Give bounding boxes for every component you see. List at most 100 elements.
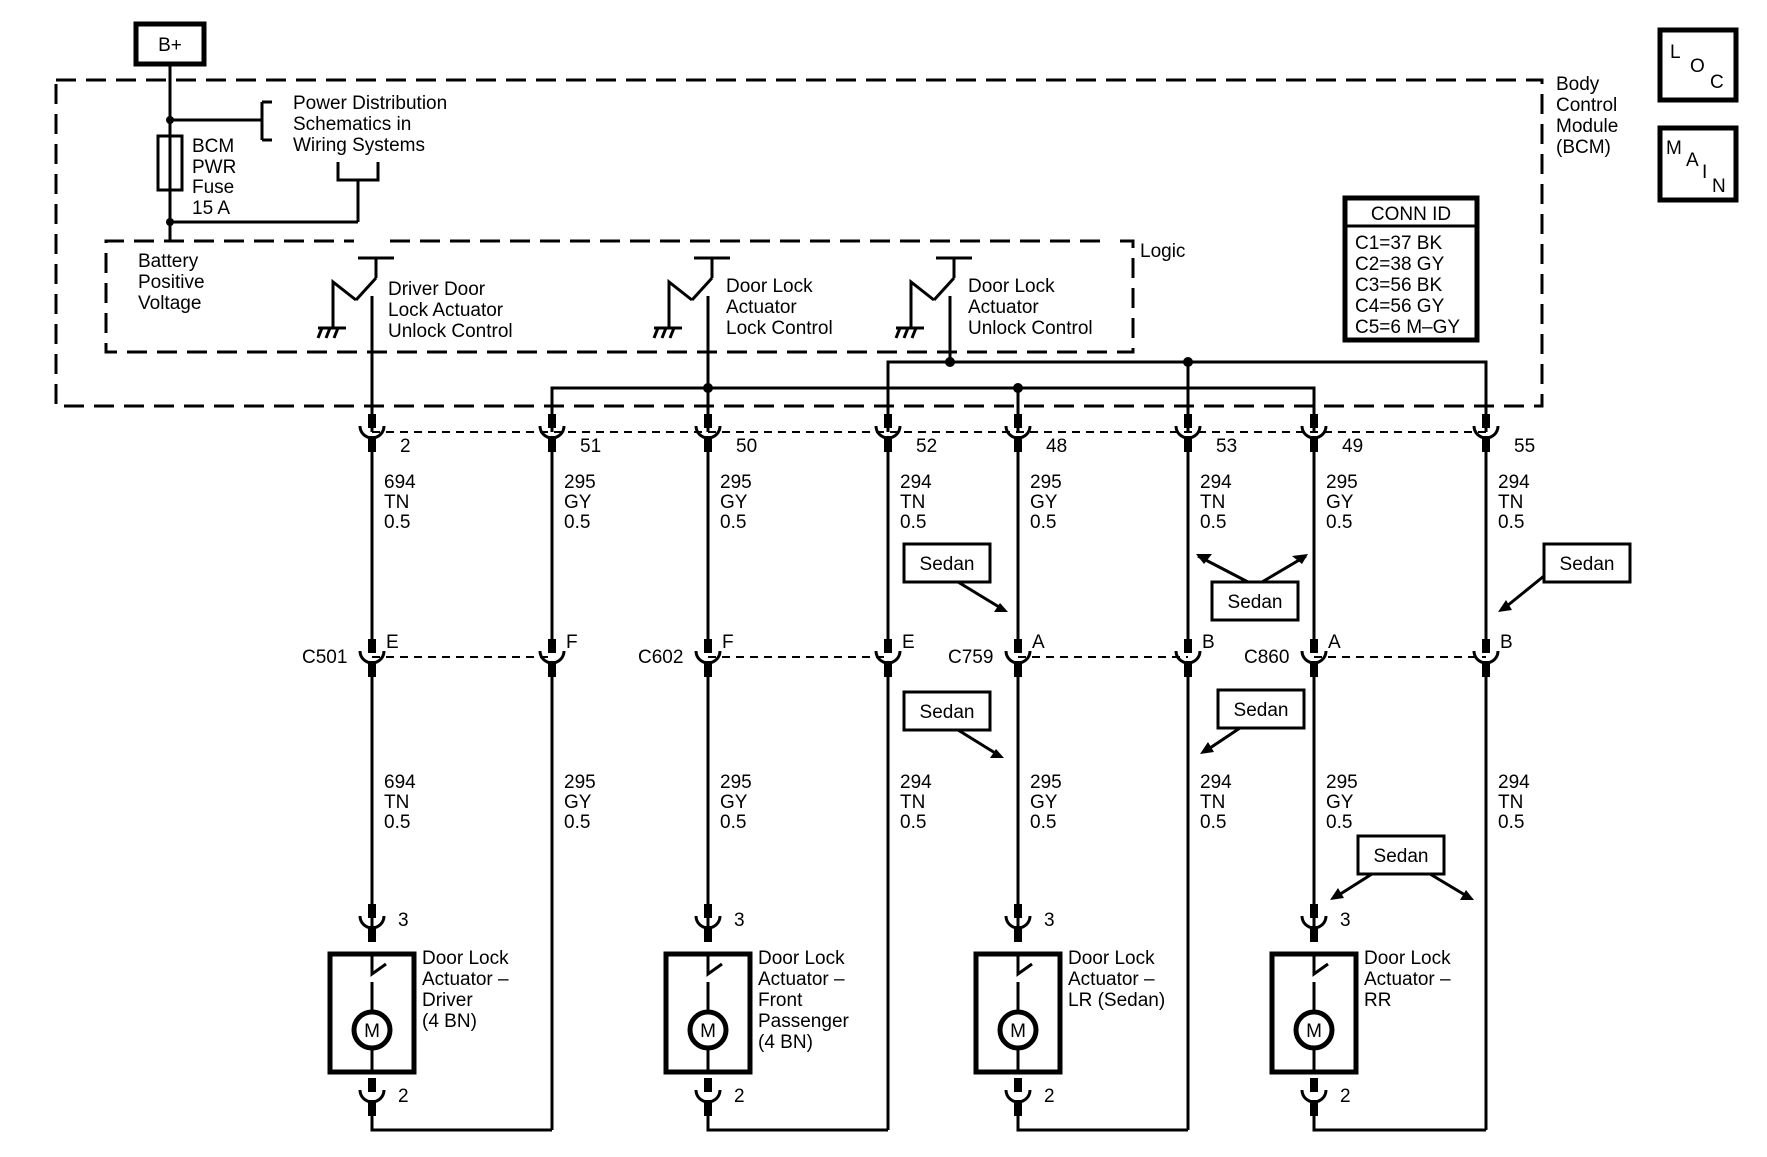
wire-spec-upper: 294: [1200, 472, 1232, 493]
svg-text:C: C: [1710, 72, 1724, 93]
actuator-pin-bottom: [358, 1078, 386, 1116]
actuator-name: Actuator –: [422, 969, 509, 990]
connector-c860-label: C860: [1244, 647, 1289, 668]
switch-2-label-1: Door Lock: [726, 276, 813, 297]
conn-id-row: C2=38 GY: [1355, 254, 1445, 275]
wire-spec-lower: TN: [1498, 792, 1523, 813]
actuator-pin-top: [1300, 904, 1328, 942]
bcm-pin: [358, 414, 386, 452]
svg-text:Sedan: Sedan: [920, 554, 975, 575]
inline-pin-letter: E: [386, 632, 399, 653]
circuit-wires: 694TN0.5694TN0.5295GY0.5295GY0.5295GY0.5…: [370, 450, 1530, 1132]
switch-1-label-2: Lock Actuator: [388, 300, 504, 321]
conn-id-row: C5=6 M–GY: [1355, 317, 1460, 338]
wire-spec-upper: 0.5: [1498, 512, 1524, 533]
battery-label-2: Positive: [138, 272, 205, 293]
wire-spec-lower: 294: [1200, 772, 1232, 793]
battery-label-1: Battery: [138, 251, 199, 272]
switch-1-label-3: Unlock Control: [388, 321, 513, 342]
switch-2-label-2: Actuator: [726, 297, 797, 318]
bcm-title-2: Control: [1556, 95, 1617, 116]
motor-label: M: [364, 1021, 380, 1042]
inline-pin-letter: F: [566, 632, 578, 653]
actuator-pin-number: 3: [1340, 910, 1351, 931]
actuator-switch: [706, 954, 723, 1010]
switch-2-label-3: Lock Control: [726, 318, 833, 339]
bcm-title-1: Body: [1556, 74, 1600, 95]
bcm-pin-number: 53: [1216, 436, 1237, 457]
actuator-name: Passenger: [758, 1011, 850, 1032]
wire-spec-upper: 295: [1326, 472, 1358, 493]
actuator-name: Door Lock: [758, 948, 845, 969]
motor-label: M: [1010, 1021, 1026, 1042]
wire-spec-lower: GY: [720, 792, 748, 813]
actuator-name: Actuator –: [1364, 969, 1451, 990]
wire-spec-lower: 0.5: [900, 812, 926, 833]
switch-3-label-3: Unlock Control: [968, 318, 1093, 339]
bcm-title-4: (BCM): [1556, 137, 1611, 158]
actuator-name: LR (Sedan): [1068, 990, 1165, 1011]
bcm-pin: [1004, 414, 1032, 452]
battery-label-3: Voltage: [138, 293, 201, 314]
fuse-label-4: 15 A: [192, 198, 230, 219]
wire-spec-lower: 295: [564, 772, 596, 793]
switch-1-label-1: Driver Door: [388, 279, 486, 300]
fuse-label-2: PWR: [192, 157, 236, 178]
loc-icon[interactable]: L O C: [1657, 27, 1739, 103]
sedan-callout: Sedan: [1330, 834, 1474, 900]
splice-dot: [1013, 383, 1023, 393]
return-wire: [370, 1110, 552, 1132]
actuator-pin-bottom: [1004, 1078, 1032, 1116]
bcm-pin-number: 55: [1514, 436, 1535, 457]
logic-label: Logic: [1140, 241, 1185, 262]
connector-c501-label: C501: [302, 647, 347, 668]
actuator-pin-bottom: [694, 1078, 722, 1116]
wire-spec-lower: 294: [1498, 772, 1530, 793]
inline-pin: [874, 639, 902, 677]
svg-text:I: I: [1702, 162, 1707, 183]
actuator-name: Door Lock: [1364, 948, 1451, 969]
wire-spec-upper: 294: [1498, 472, 1530, 493]
wire-spec-upper: 0.5: [384, 512, 410, 533]
switch-lock-control: [652, 256, 730, 432]
wire-spec-upper: GY: [564, 492, 592, 513]
wire-spec-upper: 0.5: [1200, 512, 1226, 533]
svg-text:Sedan: Sedan: [920, 702, 975, 723]
inline-pin-letter: A: [1328, 632, 1341, 653]
sedan-callout: Sedan: [1200, 688, 1306, 754]
bcm-pin: [1174, 414, 1202, 452]
wire-spec-lower: TN: [900, 792, 925, 813]
wire-spec-lower: 0.5: [1326, 812, 1352, 833]
main-icon[interactable]: M A I N: [1657, 125, 1739, 203]
wire-spec-lower: 694: [384, 772, 416, 793]
wire-spec-lower: 0.5: [1200, 812, 1226, 833]
actuator-name: Door Lock: [422, 948, 509, 969]
sedan-callout: Sedan: [902, 690, 1004, 758]
switch-3-label-1: Door Lock: [968, 276, 1055, 297]
wire-spec-upper: 295: [1030, 472, 1062, 493]
lock-bus: [550, 386, 1316, 432]
bcm-title-3: Module: [1556, 116, 1618, 137]
actuator-pin-number: 2: [1044, 1086, 1055, 1107]
conn-id-row: C4=56 GY: [1355, 296, 1445, 317]
wire-spec-lower: GY: [1030, 792, 1058, 813]
svg-text:Sedan: Sedan: [1234, 700, 1289, 721]
bcm-pin-number: 49: [1342, 436, 1363, 457]
b-plus-label: B+: [158, 35, 182, 56]
inline-pin-letter: E: [902, 632, 915, 653]
bcm-pin-number: 48: [1046, 436, 1067, 457]
actuator-switch: [370, 954, 387, 1010]
bcm-pin-number: 51: [580, 436, 601, 457]
conn-id-title: CONN ID: [1371, 204, 1451, 225]
wire-spec-lower: TN: [1200, 792, 1225, 813]
actuator-pin-number: 3: [734, 910, 745, 931]
wire-spec-upper: TN: [384, 492, 409, 513]
